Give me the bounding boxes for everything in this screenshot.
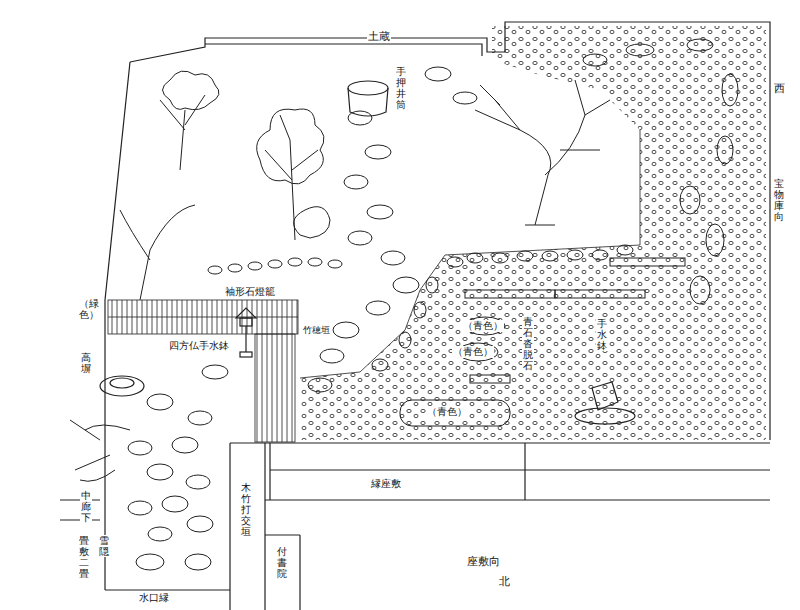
plan-label: 竹穂垣 xyxy=(302,325,331,336)
plan-label: 袖形石燈籠 xyxy=(224,286,276,298)
plan-label: （青色） xyxy=(426,406,468,418)
vertical-label: 手水鉢 xyxy=(596,318,608,351)
vertical-label: 畳敷二畳 xyxy=(78,535,90,579)
plan-label: （青色） xyxy=(452,346,494,358)
plan-label: 西 xyxy=(773,82,786,95)
plan-label: （青色） xyxy=(462,320,504,332)
vertical-label: 宝物庫向 xyxy=(773,178,785,222)
vertical-label: 雪隠 xyxy=(98,535,110,557)
plan-label: 座敷向 xyxy=(466,555,501,568)
vertical-label: 高塀 xyxy=(80,352,92,374)
vertical-label: 青石沓脱石 xyxy=(522,316,534,371)
vertical-label: 木竹打交垣 xyxy=(240,482,252,537)
plan-label: 土蔵 xyxy=(367,30,391,43)
plan-label: 北 xyxy=(498,575,511,588)
plan-label: 水口縁 xyxy=(138,592,170,604)
vertical-label: （緑色） xyxy=(78,298,90,320)
vertical-label: 中廊下 xyxy=(80,490,92,523)
vertical-label: 手押井筒 xyxy=(395,66,407,110)
plan-label: 四方仏手水鉢 xyxy=(168,340,230,352)
plan-label: 縁座敷 xyxy=(370,478,402,490)
vertical-label: 付書院 xyxy=(276,546,288,579)
